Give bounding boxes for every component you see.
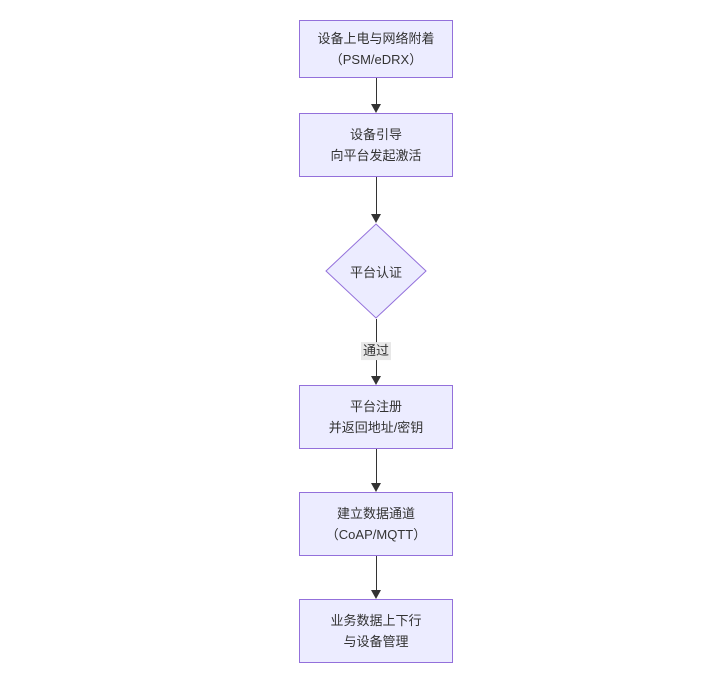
node-label: 并返回地址/密钥 [328, 420, 424, 435]
edge-line [375, 78, 377, 104]
edge-label: 通过 [360, 342, 392, 361]
node-label: 建立数据通道 [336, 506, 415, 521]
node-power-network-attach: 设备上电与网络附着 （PSM/eDRX） [299, 20, 453, 78]
arrowhead-down-icon [371, 104, 381, 113]
arrowhead-down-icon [371, 214, 381, 223]
node-label: 设备上电与网络附着 [317, 31, 435, 46]
node-device-bootstrap: 设备引导 向平台发起激活 [299, 113, 453, 177]
edge-line [375, 556, 377, 590]
edge-line [375, 177, 377, 214]
edge-bootstrap-to-auth [371, 177, 381, 223]
edge-channel-to-business [371, 556, 381, 599]
node-label: 业务数据上下行 [330, 613, 422, 628]
node-data-channel: 建立数据通道 （CoAP/MQTT） [299, 492, 453, 556]
node-platform-register: 平台注册 并返回地址/密钥 [299, 385, 453, 449]
node-business-data: 业务数据上下行 与设备管理 [299, 599, 453, 663]
arrowhead-down-icon [371, 590, 381, 599]
node-label: 与设备管理 [343, 634, 409, 649]
edge-power-to-bootstrap [371, 78, 381, 113]
edge-register-to-channel [371, 449, 381, 492]
node-label: 向平台发起激活 [330, 148, 422, 163]
node-label: 平台认证 [349, 264, 402, 280]
edge-auth-to-register: 通过 [360, 319, 392, 385]
node-label: 平台注册 [349, 399, 402, 414]
decision-platform-auth: 平台认证 [325, 223, 427, 319]
node-label: （CoAP/MQTT） [325, 527, 427, 542]
diamond-shape-icon [325, 223, 427, 319]
node-label: 设备引导 [349, 127, 402, 142]
edge-line [375, 449, 377, 483]
flowchart: 设备上电与网络附着 （PSM/eDRX） 设备引导 向平台发起激活 平台认证 [13, 0, 726, 700]
node-label: （PSM/eDRX） [329, 52, 423, 67]
arrowhead-down-icon [371, 483, 381, 492]
arrowhead-down-icon [371, 376, 381, 385]
